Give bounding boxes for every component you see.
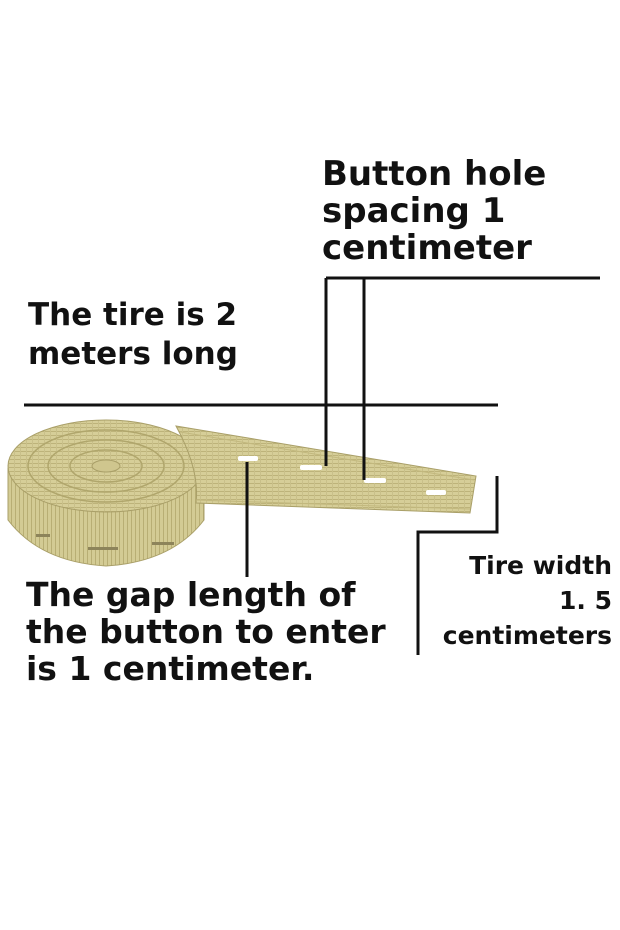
width-bracket (416, 476, 499, 655)
roll-buttonhole (36, 534, 50, 537)
buttonhole (364, 478, 386, 483)
hole-spacing-label: Button hole spacing 1 centimeter (322, 154, 547, 268)
leader-lines (24, 276, 600, 655)
roll-buttonhole (152, 542, 174, 545)
tire-length-label: The tire is 2 meters long (28, 297, 238, 372)
buttonhole (426, 490, 446, 495)
buttonhole (238, 456, 258, 461)
buttonhole (300, 465, 322, 470)
tire-width-label: Tire width 1. 5 centimeters (442, 551, 612, 650)
gap-length-label: The gap length of the button to enter is… (26, 575, 386, 688)
elastic-roll (7, 419, 205, 567)
roll-buttonhole (88, 547, 118, 550)
strip-body (175, 425, 477, 514)
